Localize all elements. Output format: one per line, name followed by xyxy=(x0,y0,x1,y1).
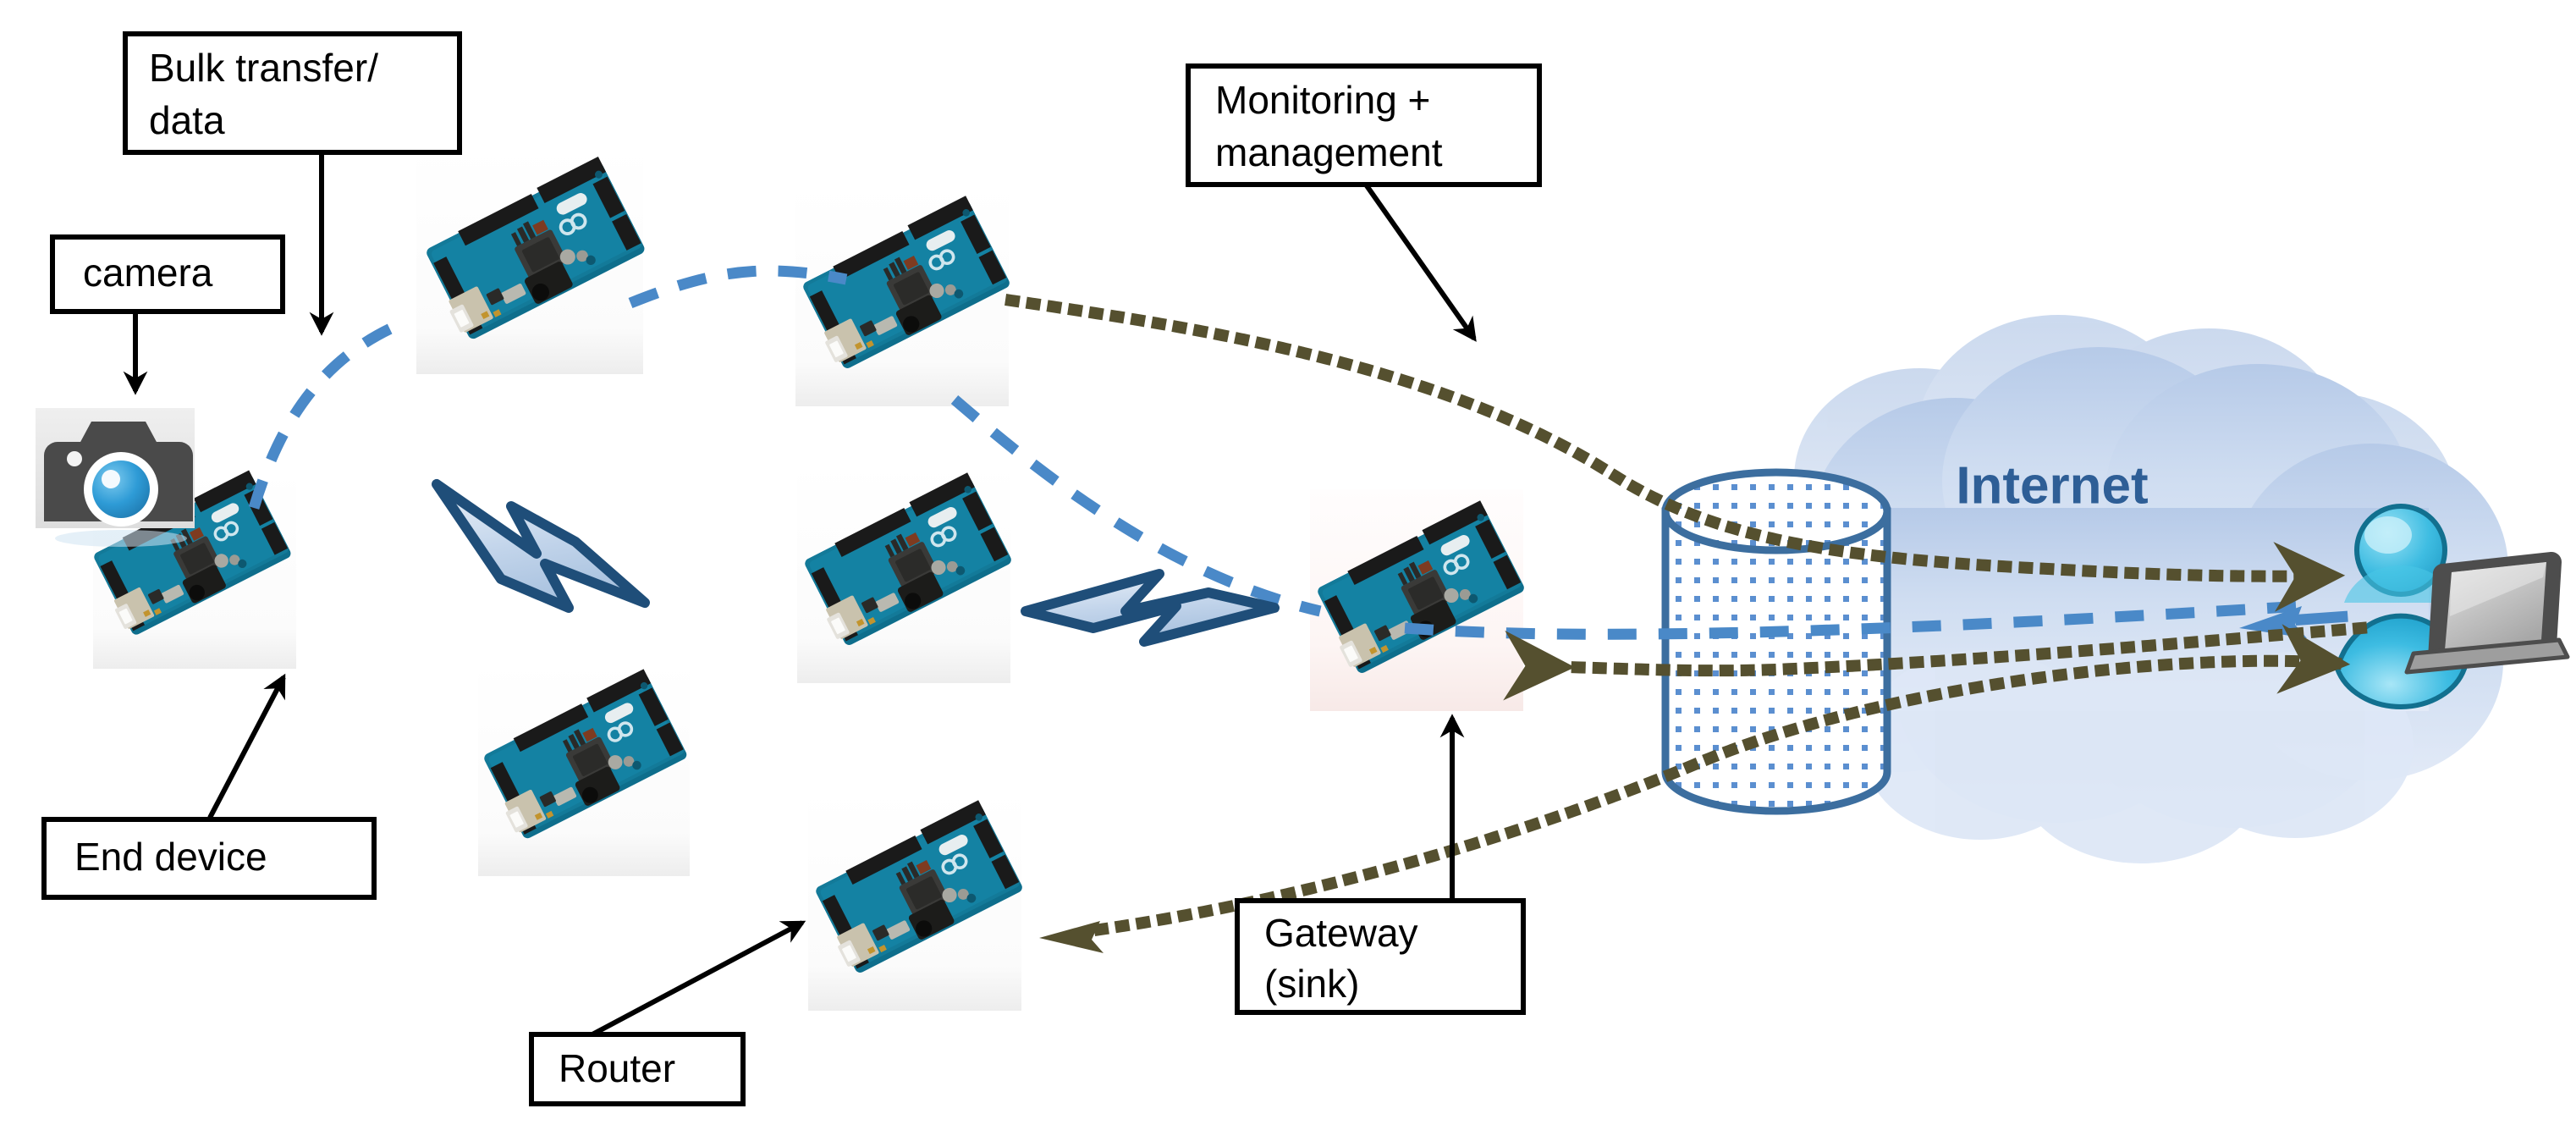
callout-gateway[interactable]: Gateway (sink) xyxy=(1235,898,1526,1015)
callout-bulk-transfer-line2: data xyxy=(149,98,225,142)
node-gateway-board[interactable] xyxy=(1307,489,1527,711)
callout-gateway-line2: (sink) xyxy=(1264,962,1359,1006)
camera-icon xyxy=(36,408,195,547)
node-router-board-2[interactable] xyxy=(793,185,1013,406)
callout-end-device-label: End device xyxy=(74,835,267,879)
callout-monitoring-line2: management xyxy=(1215,130,1443,174)
leader-router xyxy=(591,920,806,1037)
wireless-bolt-right-icon xyxy=(1021,569,1280,647)
management-flow-b xyxy=(1503,621,2368,701)
callout-monitoring[interactable]: Monitoring + management xyxy=(1186,63,1542,187)
node-router-board-4[interactable] xyxy=(474,660,691,876)
data-flow-dashed-path xyxy=(248,265,2303,640)
callout-boxes: Bulk transfer/ data camera Monitoring + … xyxy=(41,31,1542,1106)
node-router-board-5[interactable] xyxy=(806,789,1026,1011)
wireless-bolt-left-icon xyxy=(432,479,650,613)
callout-end-device[interactable]: End device xyxy=(41,817,377,900)
callout-bulk-transfer-line1: Bulk transfer/ xyxy=(149,46,378,90)
callout-gateway-line1: Gateway xyxy=(1264,911,1418,955)
callout-router-label: Router xyxy=(559,1046,675,1090)
node-router-board-1[interactable] xyxy=(416,146,648,374)
database-cylinder xyxy=(1661,468,1891,815)
management-flow-c xyxy=(1093,624,2351,936)
node-router-board-3[interactable] xyxy=(795,461,1015,683)
callout-monitoring-line1: Monitoring + xyxy=(1215,78,1430,122)
internet-label: Internet xyxy=(1956,456,2148,515)
user-laptop-icon xyxy=(2334,504,2570,709)
leader-monitoring xyxy=(1363,183,1477,342)
callout-leader-lines xyxy=(123,152,1477,1037)
callout-router[interactable]: Router xyxy=(529,1032,746,1106)
management-flow-c-arrowhead xyxy=(1039,921,1104,953)
leader-end-device xyxy=(207,673,286,819)
callout-camera-label: camera xyxy=(83,251,213,295)
callout-bulk-transfer[interactable]: Bulk transfer/ data xyxy=(123,31,462,155)
management-flow-a xyxy=(1005,294,2346,612)
callout-camera[interactable]: camera xyxy=(50,234,285,314)
